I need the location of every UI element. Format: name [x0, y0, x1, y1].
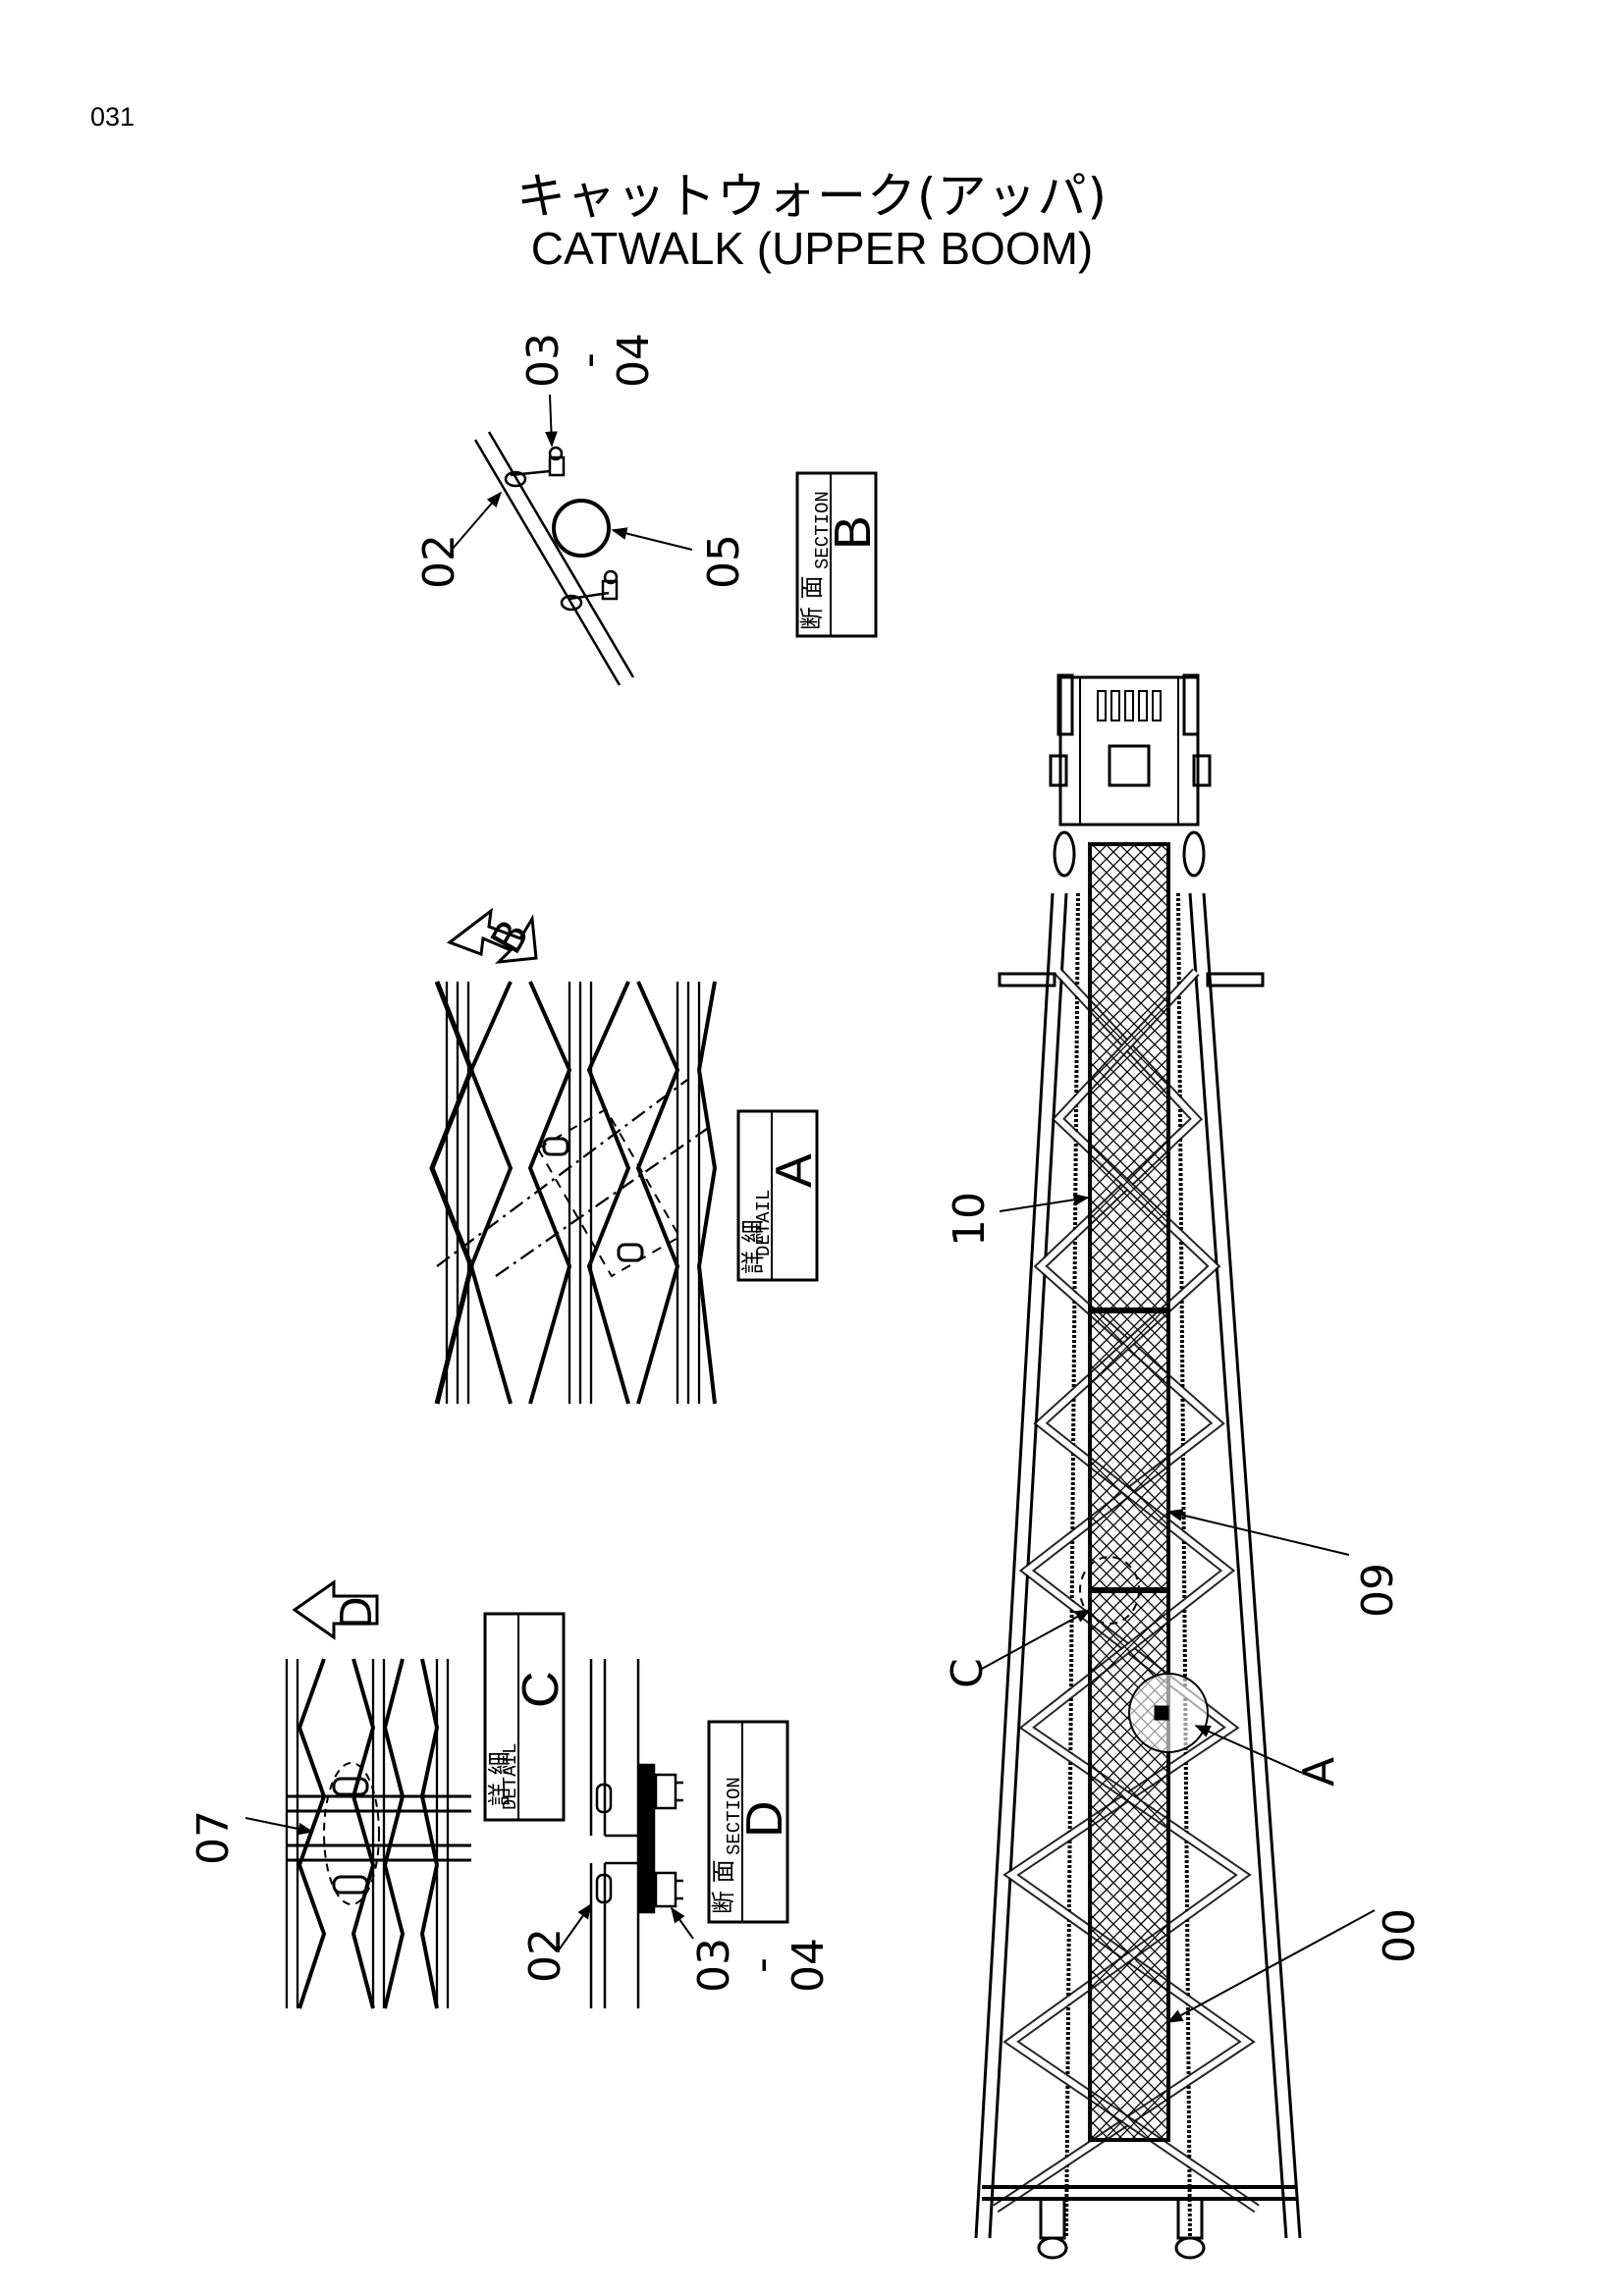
- callout-07: 07: [189, 1810, 239, 1865]
- section-b-ja: 断 面: [798, 575, 826, 630]
- view-arrow-d: D: [292, 1579, 382, 1640]
- detail-a-ja: 詳 細: [739, 1219, 767, 1274]
- callout-c: C: [943, 1658, 993, 1688]
- callout-09: 09: [1353, 1563, 1403, 1618]
- callout-10: 10: [945, 1192, 995, 1247]
- callout-04-bottom: 04: [784, 1938, 834, 1993]
- detail-c-letter: C: [513, 1671, 569, 1708]
- detail-c-label: 詳 細 DETAIL C: [483, 1612, 569, 1822]
- section-b-en: SECTION: [812, 491, 834, 569]
- page-number: 031: [90, 102, 135, 132]
- section-b-label: 断 面 SECTION B: [795, 471, 882, 638]
- callout-03-bottom: 03: [689, 1938, 739, 1993]
- boom-plan-view: [974, 673, 1302, 2260]
- detail-a-letter: A: [766, 1153, 823, 1188]
- section-b-view: [473, 431, 635, 686]
- detail-c-ja: 詳 細: [486, 1751, 514, 1806]
- section-d-ja: 断 面: [710, 1859, 737, 1914]
- view-arrow-d-letter: D: [332, 1596, 382, 1629]
- section-d-view: [589, 1659, 683, 2008]
- section-d-letter: D: [736, 1800, 793, 1838]
- section-b-callouts: 03 - 04 02 05: [414, 333, 749, 589]
- callout-dash-bottom: -: [736, 1957, 786, 1973]
- title-english: CATWALK (UPPER BOOM): [530, 223, 1094, 274]
- callout-07-group: 07: [189, 1810, 314, 1865]
- callout-03: 03: [518, 333, 568, 388]
- section-d-label: 断 面 SECTION D: [707, 1720, 793, 1924]
- detail-a-label: 詳 細 DETAIL A: [736, 1109, 823, 1282]
- callout-05: 05: [699, 534, 749, 589]
- callout-dash: -: [564, 352, 614, 368]
- detail-a-view: [429, 981, 718, 1405]
- section-d-en: SECTION: [724, 1777, 745, 1855]
- view-arrow-b: B: [446, 907, 540, 964]
- section-b-letter: B: [825, 515, 882, 550]
- section-d-callouts: 02 03 - 04: [520, 1902, 834, 1993]
- detail-c-en: DETAIL: [500, 1743, 521, 1810]
- callout-04: 04: [609, 333, 659, 388]
- boom-callouts: 10 09 00 C A: [943, 1192, 1425, 2023]
- detail-c-view: [285, 1658, 471, 2009]
- callout-02-bottom: 02: [520, 1928, 570, 1983]
- title-japanese: キャットウォーク(アッパ): [515, 168, 1108, 225]
- detail-a-en: DETAIL: [753, 1190, 775, 1256]
- callout-00: 00: [1375, 1908, 1425, 1963]
- callout-a: A: [1294, 1757, 1344, 1787]
